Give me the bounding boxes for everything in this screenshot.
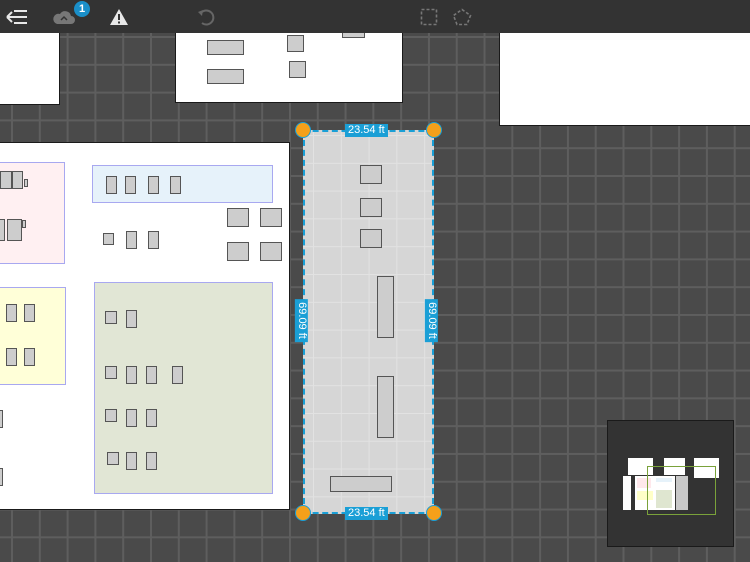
toolbar: 1 bbox=[0, 0, 750, 33]
resize-handle-bottom-left[interactable] bbox=[295, 505, 311, 521]
furniture-item[interactable] bbox=[207, 40, 244, 55]
furniture-item[interactable] bbox=[146, 366, 157, 384]
zone-pink[interactable] bbox=[0, 162, 65, 264]
furniture-item[interactable] bbox=[377, 276, 394, 338]
zone-blue[interactable] bbox=[92, 165, 273, 203]
furniture-item[interactable] bbox=[148, 231, 159, 249]
furniture-item[interactable] bbox=[148, 176, 159, 194]
furniture-item[interactable] bbox=[6, 304, 17, 322]
polygon-select-icon bbox=[452, 8, 472, 25]
furniture-item[interactable] bbox=[24, 348, 35, 366]
room-top-center[interactable] bbox=[175, 33, 403, 103]
furniture-item[interactable] bbox=[260, 242, 282, 261]
furniture-item[interactable] bbox=[360, 165, 382, 184]
furniture-item[interactable] bbox=[107, 452, 119, 465]
minimap-room bbox=[623, 476, 631, 510]
furniture-item[interactable] bbox=[24, 304, 35, 322]
zone-green[interactable] bbox=[94, 282, 273, 494]
cloud-sync-button[interactable] bbox=[50, 0, 78, 33]
back-menu-icon bbox=[6, 9, 27, 24]
minimap-room bbox=[635, 476, 675, 510]
minimap-room bbox=[694, 458, 719, 478]
dimension-left[interactable]: 69.09 ft bbox=[294, 299, 308, 342]
furniture-item[interactable] bbox=[172, 366, 183, 384]
furniture-item[interactable] bbox=[360, 229, 382, 248]
furniture-item[interactable] bbox=[342, 33, 365, 38]
minimap-viewport[interactable] bbox=[647, 466, 716, 515]
furniture-item[interactable] bbox=[105, 409, 117, 422]
furniture-item[interactable] bbox=[360, 198, 382, 217]
rectangle-select-icon bbox=[420, 8, 438, 25]
furniture-item[interactable] bbox=[289, 61, 306, 78]
dimension-right[interactable]: 69.09 ft bbox=[424, 299, 438, 342]
dimension-top[interactable]: 23.54 ft bbox=[345, 124, 388, 137]
furniture-item[interactable] bbox=[126, 366, 137, 384]
cloud-badge: 1 bbox=[74, 1, 90, 17]
dimension-bottom[interactable]: 23.54 ft bbox=[345, 507, 388, 520]
resize-handle-top-left[interactable] bbox=[295, 122, 311, 138]
furniture-item[interactable] bbox=[126, 231, 137, 249]
furniture-item[interactable] bbox=[0, 410, 3, 428]
room-top-right[interactable] bbox=[499, 33, 750, 126]
furniture-item[interactable] bbox=[146, 452, 157, 470]
undo-button[interactable] bbox=[194, 0, 218, 33]
furniture-item[interactable] bbox=[146, 409, 157, 427]
furniture-item[interactable] bbox=[103, 233, 114, 245]
furniture-item[interactable] bbox=[6, 348, 17, 366]
furniture-item[interactable] bbox=[105, 366, 117, 379]
furniture-item[interactable] bbox=[126, 452, 137, 470]
furniture-item[interactable] bbox=[105, 311, 117, 324]
overview-minimap[interactable] bbox=[607, 420, 734, 547]
furniture-item[interactable] bbox=[7, 219, 22, 241]
room-top-left[interactable] bbox=[0, 33, 60, 105]
furniture-item[interactable] bbox=[207, 69, 244, 84]
cloud-sync-icon bbox=[53, 10, 75, 24]
resize-handle-top-right[interactable] bbox=[426, 122, 442, 138]
furniture-item[interactable] bbox=[0, 219, 5, 241]
minimap-selected-room bbox=[676, 476, 688, 510]
furniture-item[interactable] bbox=[126, 409, 137, 427]
resize-handle-bottom-right[interactable] bbox=[426, 505, 442, 521]
menu-button[interactable] bbox=[4, 0, 30, 33]
warning-button[interactable] bbox=[108, 0, 130, 33]
zone-yellow[interactable] bbox=[0, 287, 66, 385]
furniture-item[interactable] bbox=[125, 176, 136, 194]
warning-icon bbox=[110, 8, 128, 25]
furniture-item[interactable] bbox=[0, 468, 3, 486]
selected-room[interactable] bbox=[303, 130, 434, 514]
furniture-item[interactable] bbox=[260, 208, 282, 227]
rectangle-select-button[interactable] bbox=[417, 0, 441, 33]
furniture-item[interactable] bbox=[227, 208, 249, 227]
minimap-room bbox=[628, 458, 653, 475]
polygon-select-button[interactable] bbox=[450, 0, 474, 33]
furniture-item[interactable] bbox=[106, 176, 117, 194]
furniture-item[interactable] bbox=[377, 376, 394, 438]
furniture-item[interactable] bbox=[126, 310, 137, 328]
room-main-left[interactable] bbox=[0, 142, 290, 510]
undo-icon bbox=[198, 9, 215, 26]
furniture-item[interactable] bbox=[0, 171, 12, 189]
furniture-item[interactable] bbox=[287, 35, 304, 52]
furniture-item[interactable] bbox=[12, 171, 23, 189]
furniture-item[interactable] bbox=[22, 220, 26, 228]
furniture-item[interactable] bbox=[24, 179, 28, 187]
furniture-item[interactable] bbox=[170, 176, 181, 194]
furniture-item[interactable] bbox=[227, 242, 249, 261]
furniture-item[interactable] bbox=[330, 476, 392, 492]
